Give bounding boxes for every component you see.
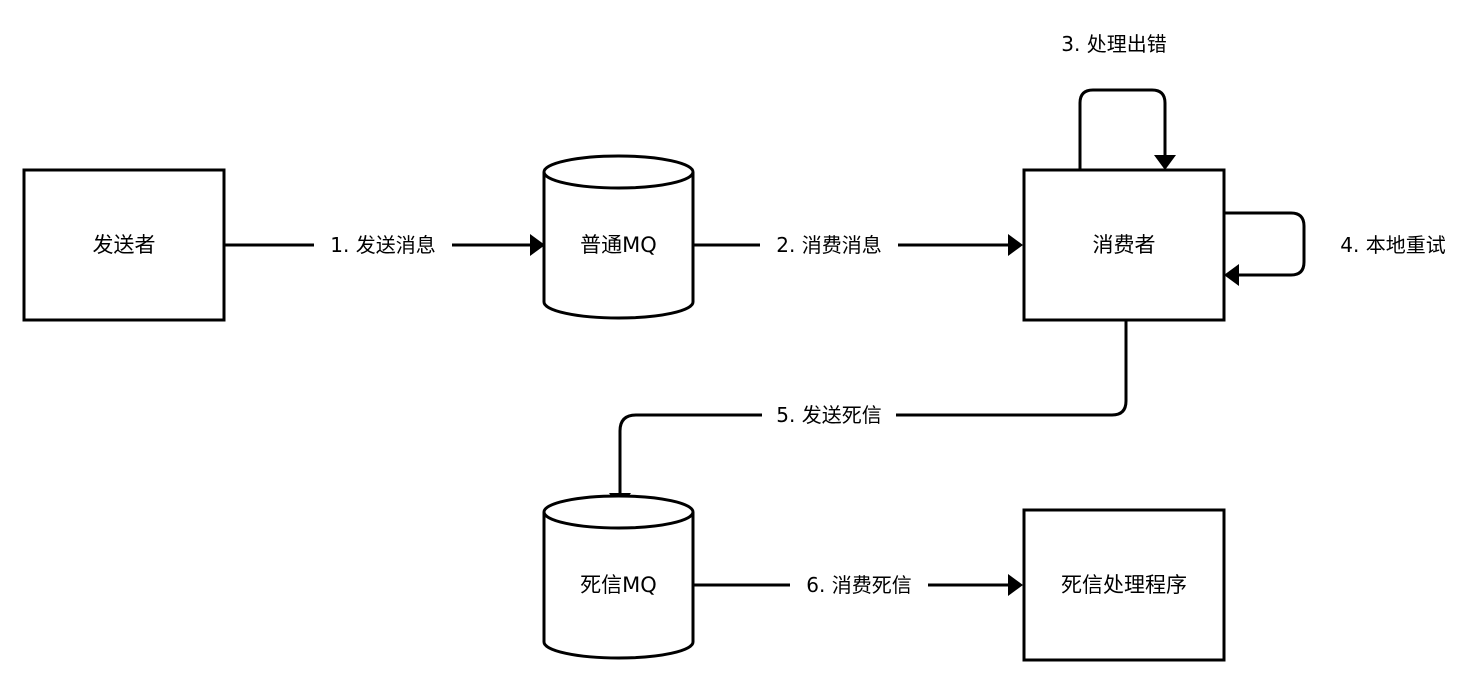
node-dead-letter-mq: 死信MQ [542, 494, 695, 660]
edge-label-send-dead-letter: 5. 发送死信 [762, 400, 896, 430]
node-consumer: 消费者 [1022, 168, 1226, 322]
node-dead-letter-mq-label: 死信MQ [580, 573, 657, 597]
node-sender-label: 发送者 [93, 233, 156, 257]
node-dead-letter-handler: 死信处理程序 [1022, 508, 1226, 662]
edge-local-retry [1224, 211, 1306, 286]
edge-label-local-retry: 4. 本地重试 [1340, 233, 1445, 257]
edge-send-message-label: 1. 发送消息 [330, 233, 435, 257]
edge-label-send-message: 1. 发送消息 [314, 230, 452, 260]
edge-handle-error-label: 3. 处理出错 [1061, 32, 1166, 56]
edge-label-consume-dead-letter: 6. 消费死信 [790, 570, 928, 600]
edge-consume-dead-letter-label: 6. 消费死信 [806, 573, 911, 597]
node-consumer-label: 消费者 [1093, 233, 1156, 257]
arrowhead-icon [1154, 155, 1176, 170]
edge-consume-message-label: 2. 消费消息 [776, 233, 881, 257]
arrowhead-icon [530, 234, 545, 256]
edge-local-retry-label: 4. 本地重试 [1340, 233, 1445, 257]
arrowhead-icon [1224, 264, 1239, 286]
edge-label-handle-error: 3. 处理出错 [1061, 32, 1166, 56]
edge-label-consume-message: 2. 消费消息 [760, 230, 898, 260]
node-normal-mq-label: 普通MQ [580, 233, 657, 257]
node-dead-letter-handler-label: 死信处理程序 [1061, 573, 1187, 597]
edge-handle-error [1078, 88, 1176, 170]
edge-send-dead-letter-label: 5. 发送死信 [776, 403, 881, 427]
node-normal-mq: 普通MQ [542, 154, 695, 320]
arrowhead-icon [1008, 234, 1023, 256]
node-sender: 发送者 [22, 168, 226, 322]
arrowhead-icon [1008, 574, 1023, 596]
